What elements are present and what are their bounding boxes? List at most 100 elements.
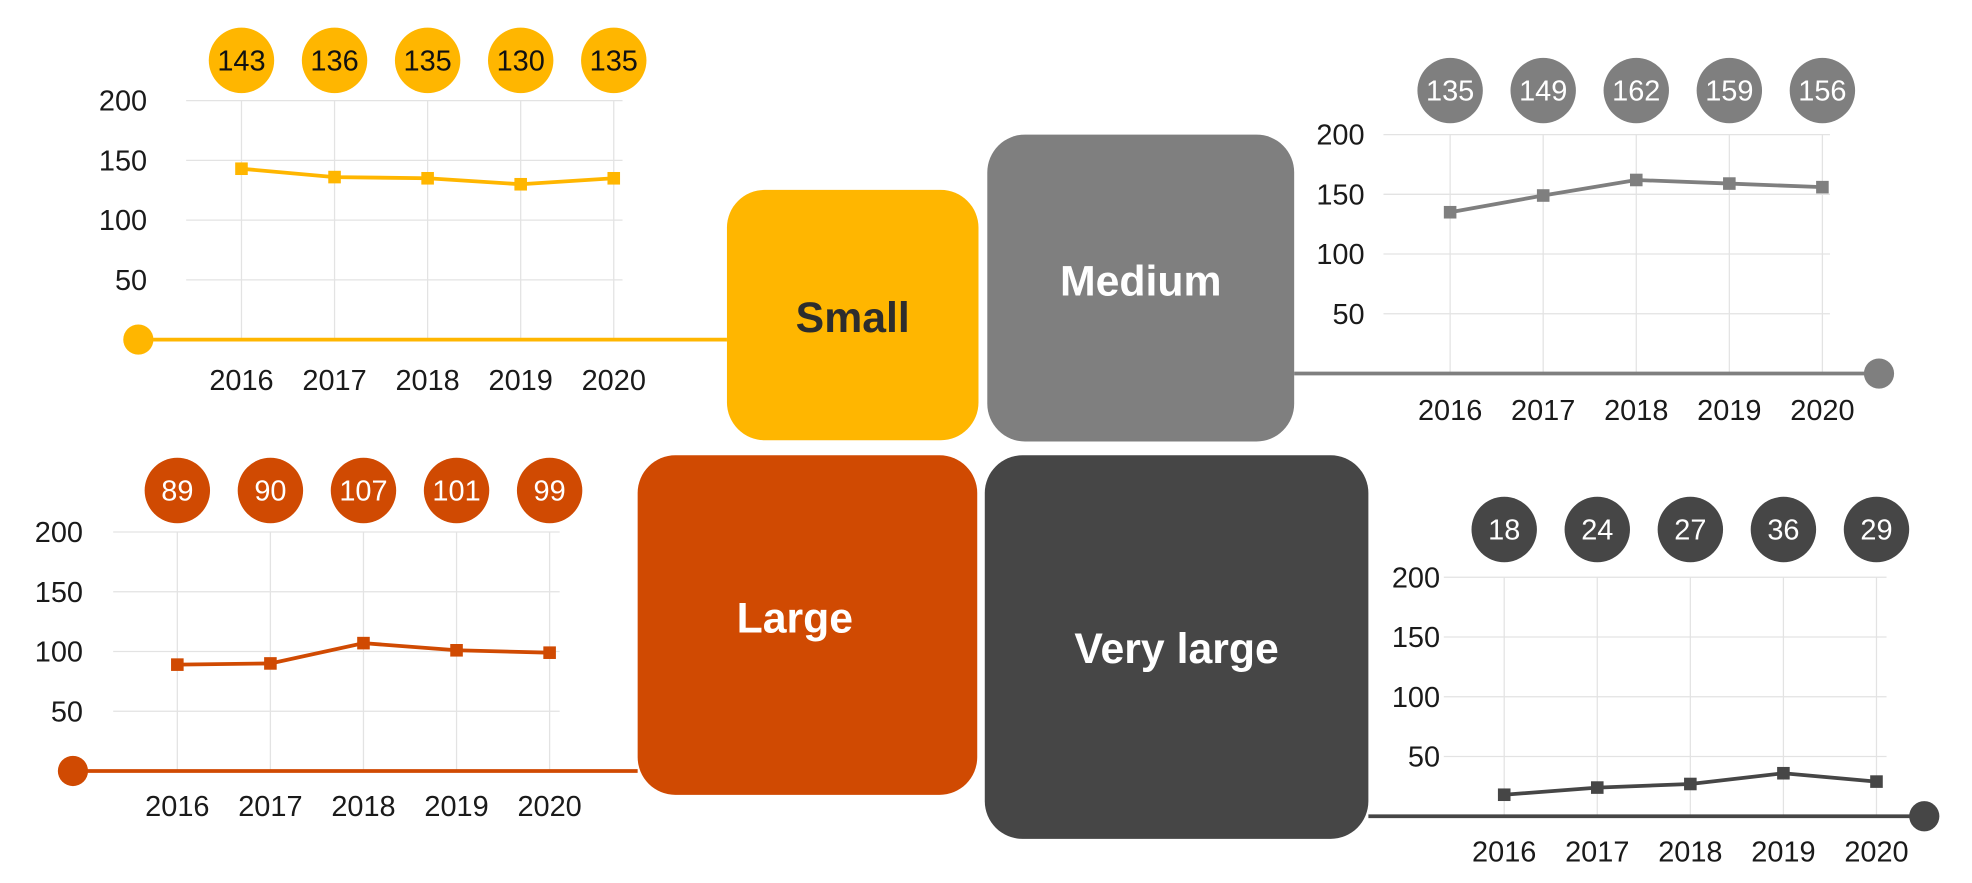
- data-label: 27: [1674, 515, 1706, 547]
- x-tick-label: 2017: [1511, 395, 1575, 427]
- value-bubble: [516, 457, 583, 524]
- data-label: 18: [1488, 515, 1520, 547]
- y-tick-label: 150: [99, 145, 147, 177]
- timeline-dot: [1909, 801, 1940, 832]
- data-point: [328, 170, 341, 184]
- data-point: [514, 177, 527, 191]
- value-bubble: [487, 27, 554, 94]
- value-bubble: [1603, 57, 1669, 124]
- data-point: [450, 644, 463, 657]
- data-point: [235, 162, 248, 176]
- y-tick-label: 100: [99, 205, 147, 237]
- y-tick-label: 150: [35, 577, 83, 609]
- x-tick-label: 2020: [582, 365, 646, 397]
- x-tick-label: 2019: [1751, 837, 1815, 869]
- large-box: Large: [637, 455, 978, 795]
- value-bubble: [581, 27, 647, 94]
- value-bubble: [1564, 496, 1630, 563]
- x-tick-label: 2019: [1697, 395, 1761, 427]
- x-tick-label: 2019: [424, 791, 488, 823]
- data-point: [543, 646, 556, 659]
- data-point: [1590, 781, 1604, 794]
- data-label: 130: [497, 45, 545, 77]
- x-tick-label: 2017: [302, 365, 366, 397]
- value-bubble: [1696, 57, 1763, 124]
- value-bubble: [1510, 57, 1576, 124]
- x-tick-label: 2018: [395, 365, 459, 397]
- data-point: [421, 171, 434, 185]
- value-bubble: [1750, 496, 1817, 563]
- value-bubble: [330, 457, 397, 524]
- value-bubble: [1657, 496, 1724, 563]
- data-label: 149: [1519, 76, 1567, 108]
- data-point: [1497, 788, 1511, 802]
- value-bubble: [1789, 57, 1856, 124]
- y-tick-label: 100: [1392, 682, 1440, 714]
- y-tick-label: 200: [35, 517, 83, 549]
- x-tick-label: 2017: [1565, 837, 1629, 869]
- very-large-label: Very large: [1074, 625, 1279, 673]
- data-point: [1870, 775, 1883, 788]
- small-label: Small: [795, 294, 910, 343]
- small-box: Small: [726, 189, 979, 441]
- y-tick-label: 50: [51, 696, 83, 728]
- data-label: 29: [1860, 515, 1892, 547]
- data-label: 136: [310, 45, 358, 77]
- data-point: [264, 657, 277, 670]
- data-point: [607, 171, 621, 185]
- data-label: 101: [432, 476, 480, 508]
- data-point: [357, 636, 370, 650]
- x-tick-label: 2016: [1472, 837, 1536, 869]
- data-point: [1684, 777, 1697, 791]
- data-label: 135: [1426, 76, 1474, 108]
- x-tick-label: 2016: [145, 791, 209, 823]
- value-bubble: [144, 457, 211, 524]
- data-point: [1816, 180, 1829, 194]
- x-tick-label: 2020: [1790, 395, 1854, 427]
- x-tick-label: 2017: [238, 791, 302, 823]
- data-point: [1777, 766, 1790, 780]
- data-point: [1536, 189, 1550, 202]
- y-tick-label: 200: [1392, 562, 1440, 594]
- value-bubble: [208, 27, 275, 94]
- data-label: 159: [1705, 76, 1753, 108]
- x-tick-label: 2016: [1418, 395, 1482, 427]
- medium-label: Medium: [1059, 257, 1222, 305]
- y-tick-label: 150: [1316, 179, 1364, 211]
- data-label: 156: [1798, 76, 1846, 108]
- y-tick-label: 200: [1316, 120, 1364, 152]
- y-tick-label: 100: [1316, 239, 1364, 271]
- data-label: 24: [1581, 515, 1613, 547]
- value-bubble: [1843, 496, 1910, 563]
- x-tick-label: 2016: [209, 365, 273, 397]
- timeline-dot: [1863, 358, 1895, 389]
- data-label: 89: [161, 476, 193, 508]
- y-tick-label: 50: [115, 265, 147, 297]
- x-tick-label: 2020: [517, 791, 581, 823]
- very-large-box: Very large: [984, 455, 1369, 839]
- x-tick-label: 2020: [1844, 837, 1908, 869]
- data-point: [171, 658, 184, 671]
- y-tick-label: 50: [1408, 742, 1440, 774]
- timeline-dot: [57, 755, 89, 787]
- medium-box: Medium: [987, 134, 1295, 442]
- x-tick-label: 2018: [331, 791, 395, 823]
- large-label: Large: [736, 594, 854, 643]
- data-point: [1629, 173, 1643, 187]
- timeline-dot: [123, 324, 154, 355]
- data-label: 162: [1612, 76, 1660, 108]
- data-label: 36: [1767, 515, 1799, 547]
- value-bubble: [1471, 496, 1537, 563]
- data-label: 135: [590, 45, 638, 77]
- data-label: 107: [339, 476, 387, 508]
- data-point: [1443, 205, 1457, 219]
- value-bubble: [1417, 57, 1483, 124]
- value-bubble: [423, 457, 490, 524]
- value-bubble: [301, 27, 368, 94]
